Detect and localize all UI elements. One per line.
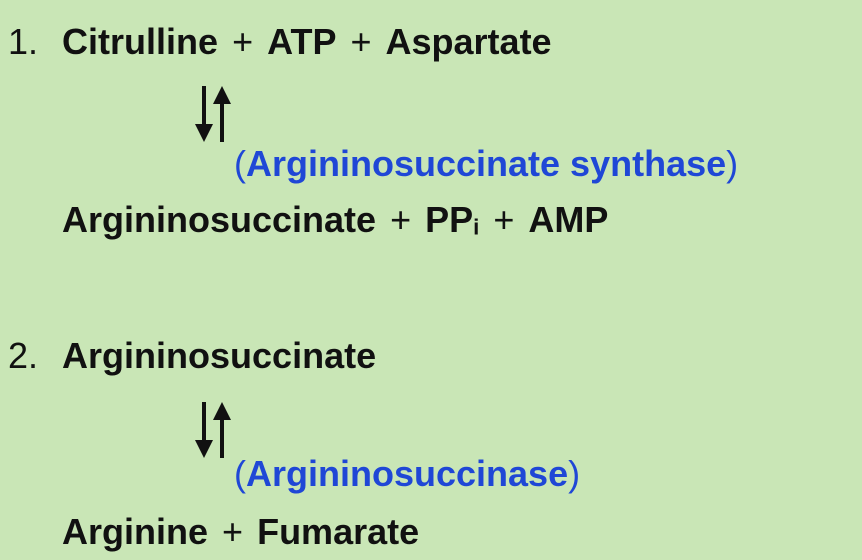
- close-paren: ): [568, 453, 581, 494]
- plus-sign: +: [390, 199, 412, 240]
- open-paren: (: [234, 143, 246, 184]
- reversible-arrows-icon: [195, 402, 231, 458]
- close-paren: ): [726, 143, 739, 184]
- plus-sign: +: [350, 21, 372, 62]
- reaction-1-number: 1.: [8, 21, 39, 62]
- reaction-1-enzyme: (Argininosuccinate synthase): [234, 146, 738, 182]
- product-argininosuccinate: Argininosuccinate: [62, 199, 377, 240]
- reversible-arrows-icon: [195, 86, 231, 142]
- product-arginine: Arginine: [62, 511, 209, 552]
- product-fumarate: Fumarate: [257, 511, 420, 552]
- reactant-atp: ATP: [267, 21, 337, 62]
- plus-sign: +: [232, 21, 254, 62]
- reaction-2-enzyme: (Argininosuccinase): [234, 456, 580, 492]
- reaction-1-reactants: 1. Citrulline + ATP + Aspartate: [8, 24, 552, 60]
- enzyme-argininosuccinase: Argininosuccinase: [246, 453, 569, 494]
- product-amp: AMP: [528, 199, 609, 240]
- reaction-1-products: Argininosuccinate + PPi + AMP: [62, 202, 608, 239]
- reactant-aspartate: Aspartate: [385, 21, 552, 62]
- enzyme-argininosuccinate-synthase: Argininosuccinate synthase: [246, 143, 727, 184]
- plus-sign: +: [493, 199, 515, 240]
- reactant-argininosuccinate: Argininosuccinate: [62, 335, 377, 376]
- open-paren: (: [234, 453, 246, 494]
- reactant-citrulline: Citrulline: [62, 21, 219, 62]
- plus-sign: +: [222, 511, 244, 552]
- reaction-2-products: Arginine + Fumarate: [62, 514, 419, 550]
- reaction-2-reactants: 2. Argininosuccinate: [8, 338, 376, 374]
- reaction-2-number: 2.: [8, 335, 39, 376]
- product-pyrophosphate: PPi: [425, 199, 480, 240]
